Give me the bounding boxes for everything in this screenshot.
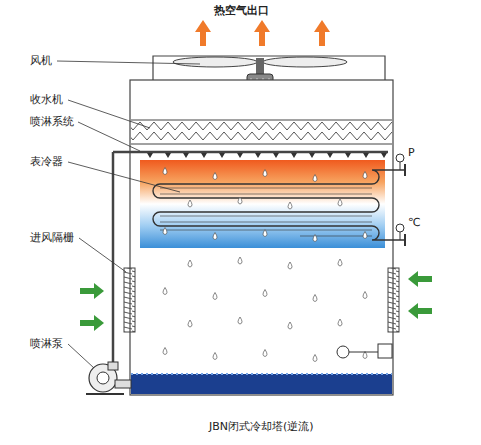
part-name: 进风隔栅	[30, 231, 74, 244]
air-inlet-arrow	[80, 271, 432, 331]
part-name: 喷淋泵	[30, 337, 63, 350]
hot-air-arrow	[195, 20, 330, 46]
part-name: 喷淋系统	[30, 115, 74, 128]
part-name: 收水机	[30, 93, 63, 106]
gauge-label: P	[408, 146, 415, 159]
water-drops	[163, 168, 367, 362]
thermometer	[396, 224, 405, 246]
pressure-gauge	[396, 154, 405, 176]
leader-line	[57, 61, 200, 368]
float-valve	[337, 344, 392, 358]
air-inlet-louver	[124, 268, 135, 332]
gauge-label: ℃	[408, 216, 420, 229]
spray-nozzles	[147, 153, 387, 158]
caption: JBN闭式冷却塔(逆流)	[209, 420, 314, 433]
tower-casing	[130, 80, 393, 395]
coil-tube	[153, 170, 405, 240]
air-inlet-louver	[388, 268, 399, 332]
drift-eliminator	[131, 120, 392, 144]
part-name: 表冷器	[30, 155, 63, 168]
coil-bank	[140, 160, 385, 248]
outlet-label: 热空气出口	[214, 4, 269, 17]
basin-water	[131, 374, 392, 394]
part-name: 风机	[30, 54, 52, 67]
